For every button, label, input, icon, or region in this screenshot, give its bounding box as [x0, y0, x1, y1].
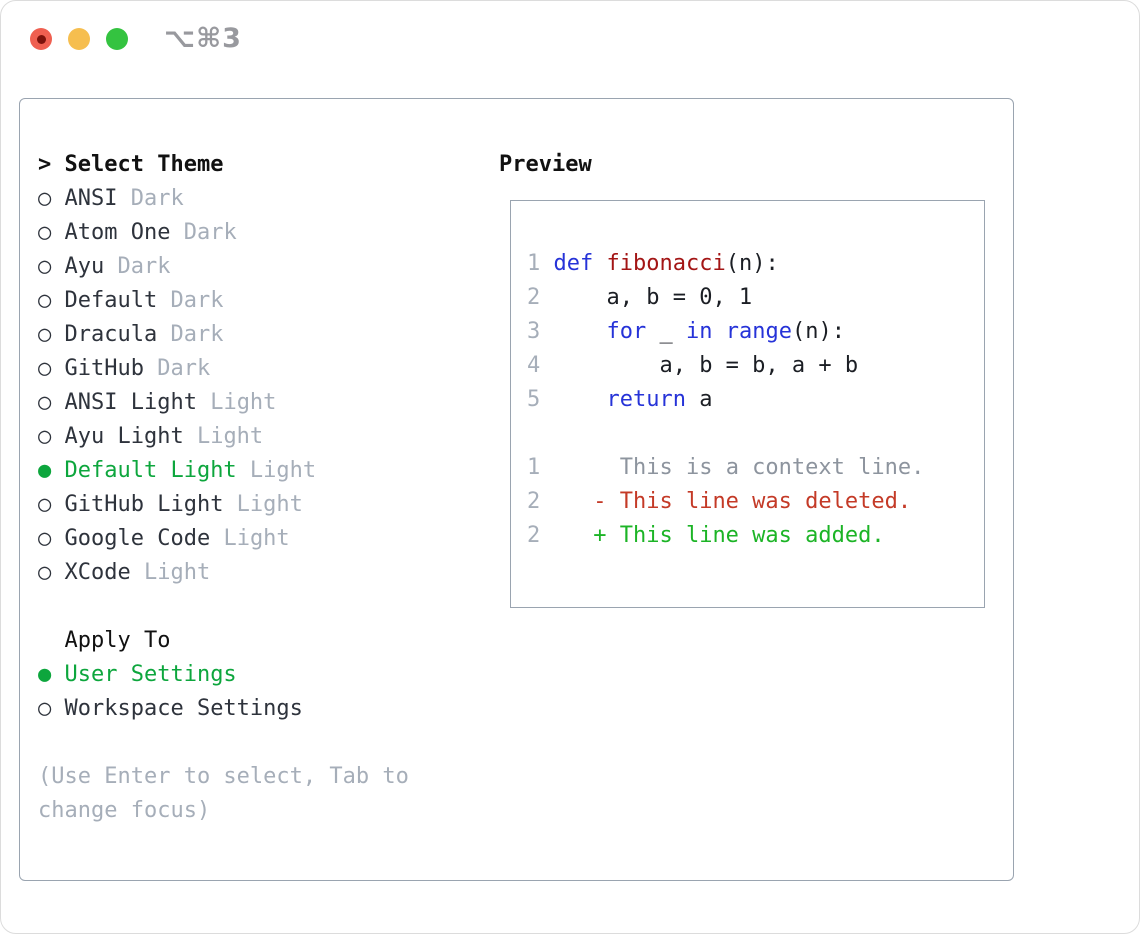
theme-name: ANSI Light [51, 390, 197, 415]
radio-icon: ○ [38, 220, 52, 245]
radio-icon: ● [38, 662, 52, 687]
select-theme-header: > Select Theme [38, 148, 472, 182]
radio-icon: ● [38, 458, 52, 483]
apply-option-label: Workspace Settings [51, 696, 303, 721]
theme-option-github[interactable]: ○ GitHub Dark [38, 352, 472, 386]
code-line: 3 for _ in range(n): [527, 319, 845, 344]
diff-line: 2 - This line was deleted. [527, 489, 912, 514]
preview-box: 1 def fibonacci(n): 2 a, b = 0, 1 3 for _ … [510, 200, 985, 608]
theme-option-google-code[interactable]: ○ Google Code Light [38, 522, 472, 556]
close-button-dot-icon [36, 34, 46, 44]
preview-title: Preview [499, 152, 592, 177]
preview-column: Preview 1 def fibonacci(n): 2 a, b = 0, 1… [499, 148, 985, 608]
theme-option-xcode[interactable]: ○ XCode Light [38, 556, 472, 590]
apply-to-header: Apply To [64, 628, 171, 653]
theme-list-column: > Select Theme ○ ANSI Dark○ Atom One Dar… [38, 148, 472, 828]
theme-list: ○ ANSI Dark○ Atom One Dark○ Ayu Dark○ De… [38, 182, 472, 590]
theme-option-default[interactable]: ○ Default Dark [38, 284, 472, 318]
radio-icon: ○ [38, 526, 52, 551]
theme-variant-tag: Light [236, 458, 317, 483]
theme-option-ayu[interactable]: ○ Ayu Dark [38, 250, 472, 284]
theme-variant-tag: Dark [157, 288, 224, 313]
radio-icon: ○ [38, 288, 52, 313]
theme-name: Ayu [51, 254, 105, 279]
theme-option-ayu-light[interactable]: ○ Ayu Light Light [38, 420, 472, 454]
theme-name: Google Code [51, 526, 211, 551]
theme-name: Default [51, 288, 158, 313]
theme-variant-tag: Dark [104, 254, 171, 279]
radio-icon: ○ [38, 390, 52, 415]
radio-icon: ○ [38, 356, 52, 381]
help-text: (Use Enter to select, Tab to change focu… [38, 764, 409, 823]
theme-variant-tag: Light [183, 424, 264, 449]
prompt-caret-icon: > [38, 152, 52, 177]
preview-blank-line [527, 417, 984, 451]
diff-line: 1 This is a context line. [527, 455, 925, 480]
radio-icon: ○ [38, 492, 52, 517]
window-title-shortcut: ⌥⌘3 [164, 23, 242, 54]
theme-variant-tag: Dark [157, 322, 224, 347]
theme-name: XCode [51, 560, 131, 585]
theme-variant-tag: Light [223, 492, 303, 517]
theme-name: Dracula [51, 322, 158, 347]
diff-line: 2 + This line was added. [527, 523, 885, 548]
code-line: 4 a, b = b, a + b [527, 353, 859, 378]
radio-icon: ○ [38, 424, 52, 449]
code-line: 2 a, b = 0, 1 [527, 285, 753, 310]
radio-icon: ○ [38, 560, 52, 585]
theme-variant-tag: Dark [117, 186, 184, 211]
theme-variant-tag: Dark [143, 356, 211, 381]
diff-preview: 1 This is a context line. 2 - This line w… [527, 451, 984, 553]
radio-icon: ○ [38, 696, 52, 721]
radio-icon: ○ [38, 254, 52, 279]
minimize-button[interactable] [68, 28, 90, 50]
theme-variant-tag: Light [196, 390, 277, 415]
code-line: 5 return a [527, 387, 713, 412]
theme-name: ANSI [51, 186, 118, 211]
radio-icon: ○ [38, 186, 52, 211]
theme-option-default-light[interactable]: ● Default Light Light [38, 454, 472, 488]
theme-variant-tag: Light [210, 526, 290, 551]
titlebar: ⌥⌘3 [1, 1, 1139, 98]
theme-name: Ayu Light [51, 424, 184, 449]
theme-option-atom-one[interactable]: ○ Atom One Dark [38, 216, 472, 250]
maximize-button[interactable] [106, 28, 128, 50]
theme-name: Default Light [51, 458, 237, 483]
code-preview: 1 def fibonacci(n): 2 a, b = 0, 1 3 for _ … [527, 247, 984, 417]
theme-name: GitHub Light [51, 492, 224, 517]
theme-option-github-light[interactable]: ○ GitHub Light Light [38, 488, 472, 522]
close-button[interactable] [30, 28, 52, 50]
theme-option-ansi[interactable]: ○ ANSI Dark [38, 182, 472, 216]
theme-option-ansi-light[interactable]: ○ ANSI Light Light [38, 386, 472, 420]
theme-name: Atom One [51, 220, 171, 245]
theme-variant-tag: Light [130, 560, 211, 585]
radio-icon: ○ [38, 322, 52, 347]
theme-option-dracula[interactable]: ○ Dracula Dark [38, 318, 472, 352]
apply-option-workspace-settings[interactable]: ○ Workspace Settings [38, 692, 472, 726]
theme-selector-panel: > Select Theme ○ ANSI Dark○ Atom One Dar… [19, 98, 1014, 881]
apply-to-list: ● User Settings○ Workspace Settings [38, 658, 472, 726]
theme-variant-tag: Dark [170, 220, 237, 245]
apply-option-user-settings[interactable]: ● User Settings [38, 658, 472, 692]
apply-option-label: User Settings [51, 662, 237, 687]
theme-name: GitHub [51, 356, 144, 381]
select-theme-title: Select Theme [64, 152, 224, 177]
code-line: 1 def fibonacci(n): [527, 251, 779, 276]
